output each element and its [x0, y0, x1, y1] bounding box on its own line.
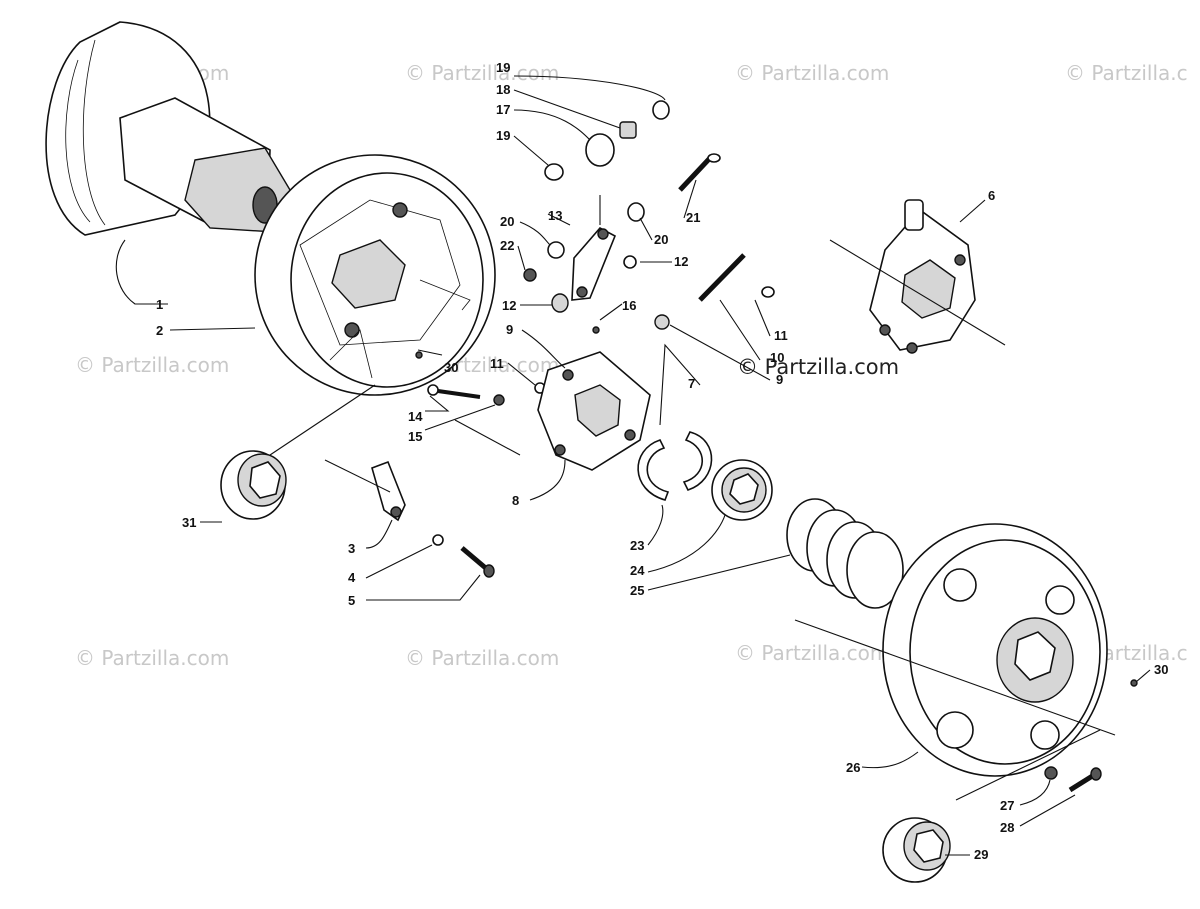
label-7: 7 [688, 376, 695, 391]
label-30: 30 [444, 360, 458, 375]
part-23-shim [637, 431, 713, 501]
label-14: 14 [408, 409, 423, 424]
label-10: 10 [770, 350, 784, 365]
label-9: 9 [776, 372, 783, 387]
label-20: 20 [654, 232, 668, 247]
label-27: 27 [1000, 798, 1014, 813]
part-4-washer [432, 534, 444, 546]
watermark: © Partzilla.com [405, 646, 559, 670]
label-22: 22 [500, 238, 514, 253]
part-20-spacers [547, 202, 645, 259]
label-11: 11 [774, 328, 788, 343]
label-9: 9 [506, 322, 513, 337]
part-18-19-washers [544, 100, 670, 181]
label-19: 19 [496, 128, 510, 143]
leader-lines [115, 75, 1151, 856]
part-14-screw [427, 384, 481, 399]
label-6: 6 [988, 188, 995, 203]
label-1: 1 [156, 297, 163, 312]
label-24: 24 [630, 563, 645, 578]
label-30: 30 [1154, 662, 1168, 677]
label-26: 26 [846, 760, 860, 775]
watermark-center: © Partzilla.com [737, 355, 899, 379]
part-5-screw [460, 546, 495, 578]
watermark-group: © Partzilla.com © Partzilla.com © Partzi… [75, 61, 1188, 670]
label-11: 11 [490, 356, 504, 371]
part-25-spring [786, 498, 904, 609]
part-31-bushing [220, 450, 287, 520]
part-6-spider-assembly [869, 199, 976, 354]
part-29-bushing [882, 817, 951, 883]
part-8-spider [537, 351, 651, 471]
label-13: 13 [548, 208, 562, 223]
part-15-nut [493, 394, 505, 406]
label-3: 3 [348, 541, 355, 556]
label-21: 21 [686, 210, 700, 225]
label-20: 20 [500, 214, 514, 229]
label-4: 4 [348, 570, 356, 585]
part-21-bolt [678, 153, 721, 192]
label-31: 31 [182, 515, 196, 530]
part-30-set-screw [1130, 679, 1138, 687]
watermark: © Partzilla.com [405, 61, 559, 85]
label-25: 25 [630, 583, 644, 598]
part-28-screw [1068, 767, 1102, 793]
part-12-washer [623, 255, 637, 269]
label-18: 18 [496, 82, 510, 97]
watermark: © Partzilla.com [735, 61, 889, 85]
label-8: 8 [512, 493, 519, 508]
label-2: 2 [156, 323, 163, 338]
label-12: 12 [674, 254, 688, 269]
part-17-bushing [585, 121, 637, 167]
watermark: © Partzilla.c [1065, 61, 1188, 85]
part-13-link-arm [571, 226, 617, 301]
label-17: 17 [496, 102, 510, 117]
label-23: 23 [630, 538, 644, 553]
part-1-sheave [45, 21, 291, 236]
part-10-pin [654, 253, 746, 330]
part-22-nut [523, 268, 537, 282]
part-2-drum-housing [254, 154, 496, 396]
label-29: 29 [974, 847, 988, 862]
part-24-washer [711, 459, 773, 521]
label-19: 19 [496, 60, 510, 75]
label-16: 16 [622, 298, 636, 313]
watermark: © Partzilla.com [75, 646, 229, 670]
label-28: 28 [1000, 820, 1014, 835]
part-30-set-screw [415, 351, 423, 359]
label-5: 5 [348, 593, 355, 608]
watermark: © Partzilla.com [735, 641, 889, 665]
label-15: 15 [408, 429, 422, 444]
label-12: 12 [502, 298, 516, 313]
watermark: © Partzilla.com [75, 353, 229, 377]
part-26-moveable-sheave [882, 523, 1108, 777]
part-11-clip [761, 286, 775, 298]
part-12-washer [551, 293, 569, 313]
part-27-washer [1044, 766, 1058, 780]
callout-labels: 1 2 3 4 5 6 7 8 9 9 10 11 11 12 12 13 14… [156, 60, 1168, 862]
part-16-set-screw [592, 326, 600, 334]
